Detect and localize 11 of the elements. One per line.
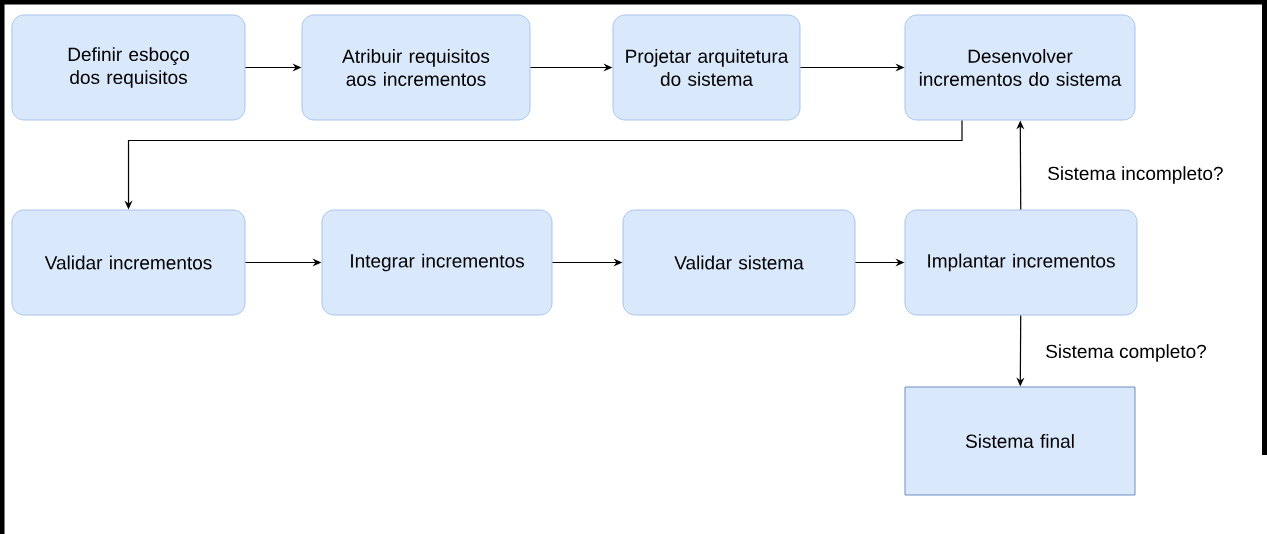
process-box: Atribuir requisitos aos incrementos [301, 14, 531, 121]
result-box: Sistema final [904, 386, 1136, 496]
process-box: Implantar incrementos [904, 209, 1138, 316]
process-box: Validar sistema [622, 209, 856, 316]
edge-label: Sistema completo? [1043, 342, 1209, 364]
process-box: Definir esboço dos requisitos [11, 14, 246, 121]
process-box: Projetar arquitetura do sistema [612, 14, 801, 121]
process-box: Integrar incrementos [321, 209, 553, 316]
process-box: Desenvolver incrementos do sistema [904, 14, 1136, 121]
process-box: Validar incrementos [11, 209, 246, 316]
edge-label: Sistema incompleto? [1045, 164, 1226, 186]
